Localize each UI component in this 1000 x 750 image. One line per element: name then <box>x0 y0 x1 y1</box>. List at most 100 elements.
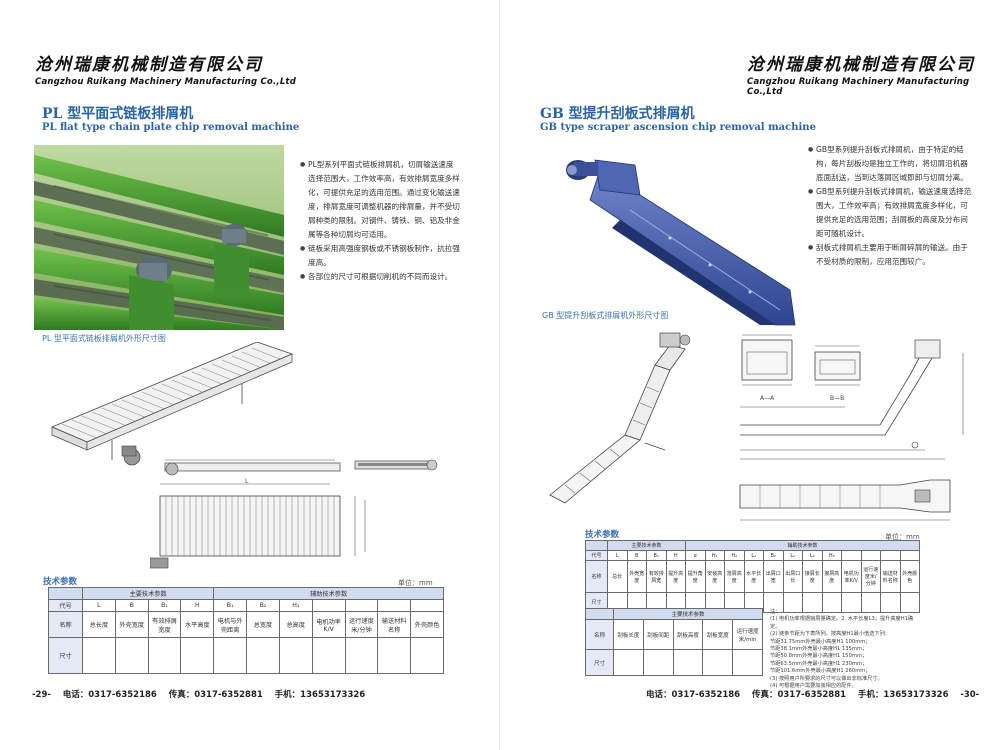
gb-code: B₂ <box>763 550 784 561</box>
company-logo-left: 沧州瑞康机械制造有限公司 Cangzhou Ruikang Machinery … <box>35 50 296 87</box>
pl-param-name: 总宽度 <box>246 611 280 638</box>
gb-code: B₁ <box>646 550 667 561</box>
gb-table2-group: 主要技术参数 <box>613 608 763 620</box>
gb-spec-table-2: 主要技术参数 名称 刮板长度 刮板间距 刮板高度 刮板宽度 运行速度米/min … <box>585 608 763 676</box>
pl-param-name: 输送材料名称 <box>377 611 412 638</box>
gb-note-line: (3) 按照用户所要求的尺寸可以做出非标准尺寸。 <box>770 675 883 682</box>
mobile-label: 手机： <box>274 690 301 700</box>
pl-param-name: 电机与外壳距离 <box>213 611 248 638</box>
pl-side-view <box>164 459 438 476</box>
company-name-cn: 沧州瑞康机械制造有限公司 <box>35 55 263 75</box>
gb-plan-view <box>739 479 951 521</box>
pl-main-group: 主要技术参数 <box>81 587 215 600</box>
gb-code: B <box>626 550 647 561</box>
tel-label: 电话： <box>646 690 672 700</box>
tel-label: 电话： <box>62 690 89 700</box>
gb-table2-name-label: 名称 <box>585 619 614 650</box>
pl-param-name: 电机功率K/V <box>311 611 346 638</box>
pl-isometric-drawing <box>50 342 294 466</box>
page-title-en: PL flat type chain plate chip removal ma… <box>42 122 300 133</box>
pl-param-name: 运行速度米/分钟 <box>344 611 379 638</box>
page-title-cn: GB 型提升刮板式排屑机 <box>540 106 695 122</box>
gb-param-name: 接屑长度 <box>802 560 823 593</box>
company-name-en: Cangzhou Ruikang Machinery Manufacturing… <box>747 77 970 97</box>
gb-code: H₃ <box>821 550 842 561</box>
pl-feature-3: 各部位的尺寸可根据切削机的不同而设计。 <box>300 270 460 284</box>
gb-cross-sections: A—A B—B <box>741 334 861 402</box>
pl-feature-1: PL型系列平面式链板排屑机，切屑输送速度选择范围大，工作效率高，有效排屑宽度多样… <box>300 158 460 242</box>
fax-label: 传真： <box>751 690 778 700</box>
gb-note-line: 节距63.5mm外壳最小高度H1 230mm； <box>770 660 868 667</box>
gb-code: α <box>685 550 706 561</box>
gb-aux-group: 辅助技术参数 <box>685 540 920 551</box>
mobile-number: 13653173326 <box>300 690 366 700</box>
gb-code: L <box>607 550 628 561</box>
page-title-en: GB type scraper ascension chip removal m… <box>540 122 816 133</box>
gb-spec-table-1: 主要技术参数 辅助技术参数 代号 L B B₁ H α H₁ H₂ L₁ B₂ … <box>585 540 920 613</box>
gb-product-photo <box>566 159 796 326</box>
gb-code <box>860 550 881 561</box>
left-footer: -29- 电话：0317-6352186 传真：0317-6352881 手机：… <box>32 688 365 700</box>
pl-param-name: 有效排屑宽度 <box>147 611 182 638</box>
gb-code: H <box>665 550 686 561</box>
gb-feature-2: GB型系列提升刮板式排屑机，输送速度选择范围大，工作效率高；有效排屑宽度多样化，… <box>808 185 973 241</box>
page-number: -30- <box>960 690 980 700</box>
gb-param-name: 出屑口长 <box>782 560 803 593</box>
pl-code: B₂ <box>246 599 280 612</box>
gb-isometric-drawing <box>549 332 691 504</box>
pl-code: L <box>82 599 116 612</box>
gb-param-name: 水平长度 <box>743 560 764 593</box>
pl-top-view: L <box>150 478 366 569</box>
company-logo-right: 沧州瑞康机械制造有限公司 Cangzhou Ruikang Machinery … <box>747 50 1000 97</box>
pl-tech-label: 技术参数 <box>43 577 78 587</box>
gb-code: L₂ <box>782 550 803 561</box>
pl-code: H₁ <box>278 599 313 612</box>
gb-table2-param: 刮板宽度 <box>702 619 734 650</box>
gb-note-line: (4) 可根据用户需要加装相应的配件。 <box>770 683 857 690</box>
gb-note-line: 节距50.8mm外壳最小高度H1 150mm； <box>770 653 868 660</box>
gb-table2-param: 运行速度米/min <box>732 619 763 650</box>
gb-param-name: 提升角度 <box>685 560 706 593</box>
pl-code: H <box>180 599 215 612</box>
pl-drawing-caption: PL 型平面式链板排屑机外形尺寸图 <box>42 334 166 343</box>
gb-table2-param: 刮板间距 <box>642 619 674 650</box>
pl-code <box>311 599 346 612</box>
gb-unit-label: 单位：mm <box>885 533 920 541</box>
gb-drawing-caption: GB 型提升刮板式排屑机外形尺寸图 <box>542 311 669 320</box>
mobile-label: 手机： <box>857 690 884 700</box>
gb-tech-label: 技术参数 <box>585 530 620 540</box>
gb-note-line: 节距31.75mm外壳最小高度H1 100mm； <box>770 638 871 645</box>
pl-param-name: 外壳颜色 <box>410 611 444 638</box>
pl-code <box>410 599 444 612</box>
fax-number: 0317-6352881 <box>194 690 263 700</box>
pl-code <box>344 599 379 612</box>
pl-code <box>377 599 412 612</box>
gb-code <box>841 550 862 561</box>
gb-param-name: 出屑口宽 <box>763 560 784 593</box>
gb-side-elevation <box>740 339 964 460</box>
gb-size-label: 尺寸 <box>585 592 608 613</box>
svg-text:L: L <box>245 478 249 485</box>
gb-param-name: 有效排屑宽 <box>646 560 667 593</box>
page-number: -29- <box>32 690 51 700</box>
tel-number: 0317-6352186 <box>88 690 157 700</box>
gb-name-label: 名称 <box>585 560 608 593</box>
fax-label: 传真： <box>168 690 195 700</box>
gb-note-line: 注： <box>770 609 781 615</box>
gb-note-line: (2) 链条节距为下表所列，按高度H1最小值选下列： <box>770 631 890 638</box>
gb-param-name: 提升高度 <box>665 560 686 593</box>
gb-feature-1: GB型系列提升刮板式排屑机，由于特定的结构，每片刮板均是独立工作的，将切屑沿机器… <box>808 143 973 185</box>
pl-size-label: 尺寸 <box>48 637 83 674</box>
gb-param-name: 落屑高度 <box>724 560 745 593</box>
gb-code: H₂ <box>724 550 745 561</box>
pl-param-name: 总高度 <box>278 611 313 638</box>
gb-code: L₃ <box>802 550 823 561</box>
pl-name-label: 名称 <box>48 611 83 638</box>
gb-notes: 注： (1) 电机功率根据输屑量确定。2. 水平长度L3；提升高度H1确定。 (… <box>770 609 920 690</box>
gb-note-line: 节距38.1mm外壳最小高度H1 135mm； <box>770 646 868 653</box>
pl-code-label: 代号 <box>48 599 83 612</box>
gb-table2-param: 刮板高度 <box>672 619 704 650</box>
tel-number: 0317-6352186 <box>671 690 741 700</box>
gb-param-name: 外壳颜色 <box>899 560 920 593</box>
gb-code <box>880 550 901 561</box>
